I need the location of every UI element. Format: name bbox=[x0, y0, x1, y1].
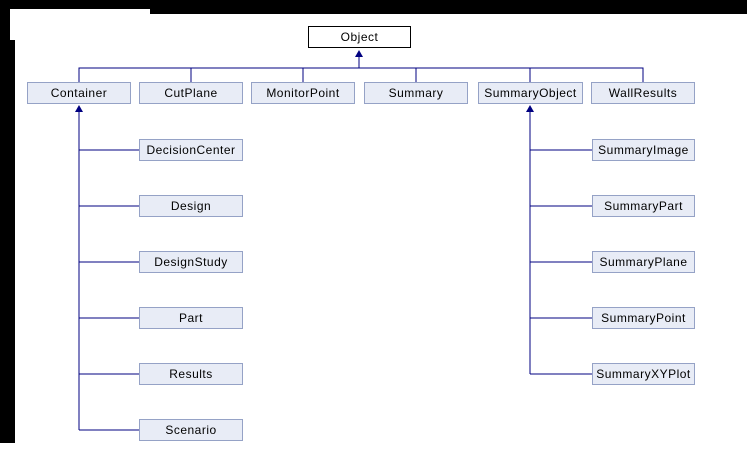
level1-bus-line bbox=[78, 67, 644, 82]
class-box-summaryplane[interactable]: SummaryPlane bbox=[592, 251, 695, 273]
window-frame-left-upper bbox=[0, 9, 10, 40]
class-box-container[interactable]: Container bbox=[27, 82, 131, 104]
class-box-decisioncenter[interactable]: DecisionCenter bbox=[139, 139, 243, 161]
class-box-wallresults[interactable]: WallResults bbox=[591, 82, 695, 104]
class-box-summaryobject[interactable]: SummaryObject bbox=[478, 82, 583, 104]
class-box-summary[interactable]: Summary bbox=[364, 82, 468, 104]
summaryobject-subtree-lines bbox=[529, 112, 592, 375]
class-box-designstudy[interactable]: DesignStudy bbox=[139, 251, 243, 273]
class-box-monitorpoint[interactable]: MonitorPoint bbox=[251, 82, 355, 104]
container-subtree-lines bbox=[78, 112, 139, 431]
class-box-summaryimage[interactable]: SummaryImage bbox=[592, 139, 695, 161]
class-box-scenario[interactable]: Scenario bbox=[139, 419, 243, 441]
class-box-cutplane[interactable]: CutPlane bbox=[139, 82, 243, 104]
container-arrowhead-icon bbox=[75, 105, 83, 112]
class-box-summarypoint[interactable]: SummaryPoint bbox=[592, 307, 695, 329]
class-box-summarypart[interactable]: SummaryPart bbox=[592, 195, 695, 217]
class-box-summaryxyplot[interactable]: SummaryXYPlot bbox=[592, 363, 695, 385]
class-box-results[interactable]: Results bbox=[139, 363, 243, 385]
class-box-part[interactable]: Part bbox=[139, 307, 243, 329]
window-frame-left-lower bbox=[0, 40, 15, 443]
window-frame-top-right bbox=[150, 0, 747, 14]
summaryobject-arrowhead-icon bbox=[526, 105, 534, 112]
class-box-object: Object bbox=[308, 26, 411, 48]
class-box-design[interactable]: Design bbox=[139, 195, 243, 217]
window-frame-top-left bbox=[0, 0, 150, 9]
object-arrowhead-icon bbox=[355, 50, 363, 57]
